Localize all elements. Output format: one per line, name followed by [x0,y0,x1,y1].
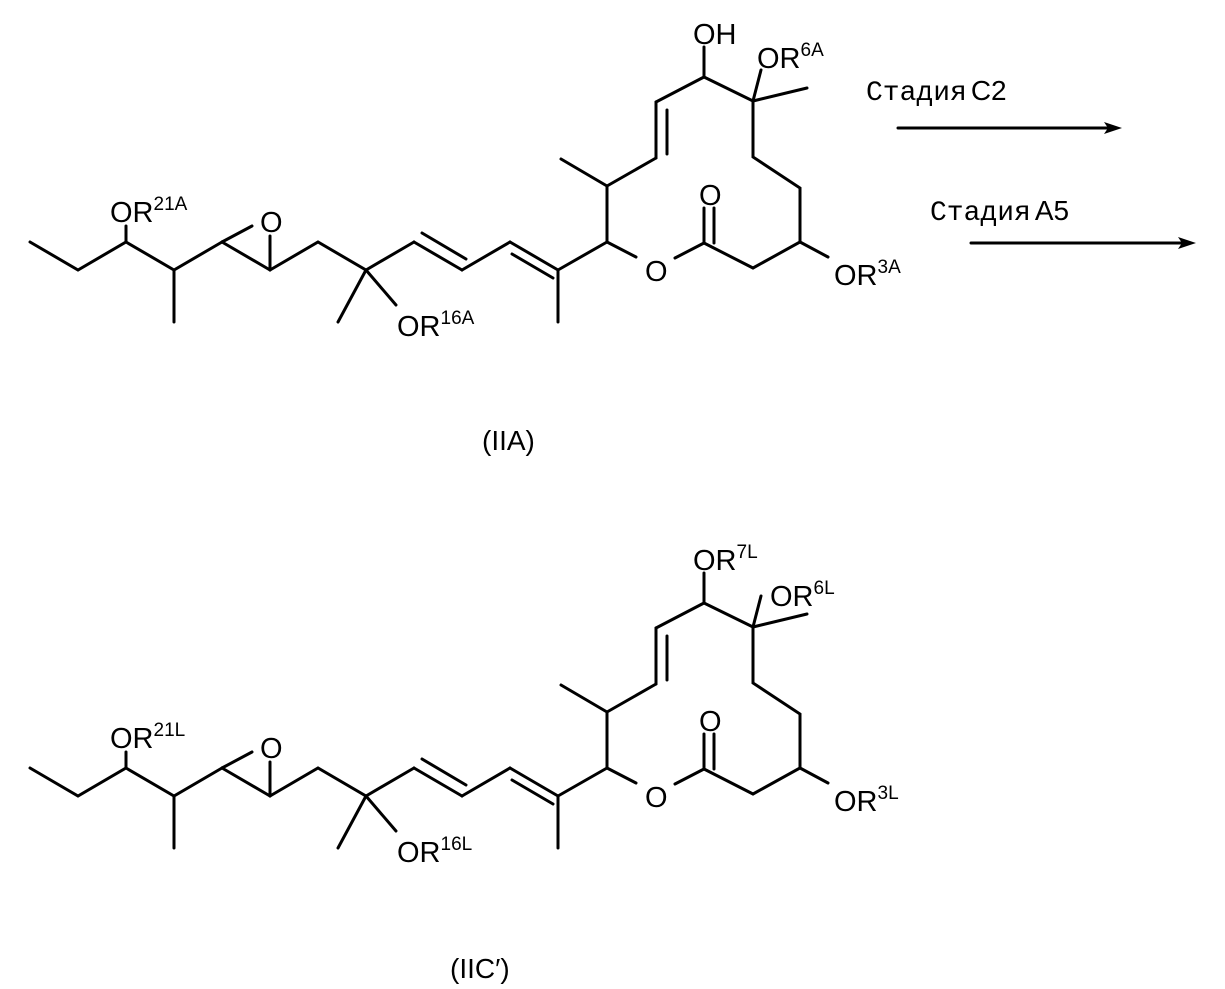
label-or16l: OR16L [397,834,472,869]
compound-iic-prime: OR21L O OR16L OR7L OR6L O O OR3L (IIC′) [30,542,899,984]
label-ring-o: O [645,256,668,288]
label-oh: OH [693,19,737,51]
label-or7l: OR7L [693,542,758,577]
compound-iia: OR21A O OR16A OH OR6A O O OR3A (IIA) [30,19,901,456]
label-or3l: OR3L [834,783,899,818]
label-epoxide-o: O [260,207,283,239]
reaction-step-c2: СтадияC2 [866,75,1122,134]
label-or21l: OR21L [110,720,185,755]
reaction-step-a5: СтадияA5 [930,195,1196,249]
label-or6a: OR6A [757,40,824,75]
label-or6l: OR6L [770,578,835,613]
label-carbonyl-o: O [699,180,722,212]
step-a5-label: СтадияA5 [930,195,1069,229]
caption-iic-prime: (IIC′) [450,953,510,984]
label-or21a: OR21A [110,194,188,229]
label-epoxide-o: O [260,733,283,765]
label-carbonyl-o: O [699,706,722,738]
step-c2-label: СтадияC2 [866,75,1007,109]
label-or3a: OR3A [834,257,901,292]
label-or16a: OR16A [397,308,475,343]
caption-iia: (IIA) [482,425,535,456]
label-ring-o: O [645,782,668,814]
